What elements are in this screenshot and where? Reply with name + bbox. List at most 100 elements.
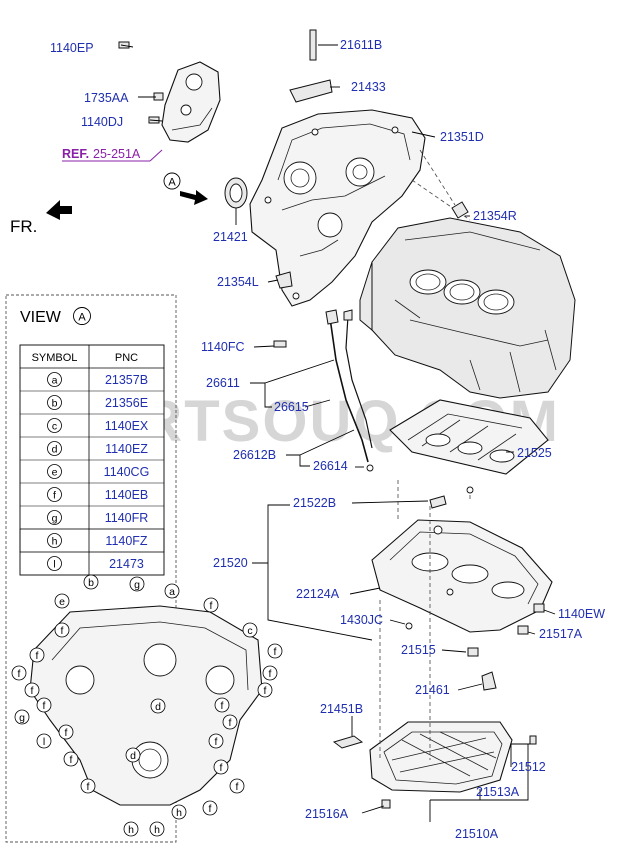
- svg-text:f: f: [209, 803, 212, 815]
- symbol-circle: [47, 464, 62, 479]
- timing-cover-illustration: [249, 109, 471, 307]
- label-21525[interactable]: 21525: [517, 446, 552, 460]
- view-title-marker: [73, 307, 91, 325]
- leader-lines: [120, 44, 556, 822]
- front-label: FR.: [10, 217, 37, 236]
- upper-oil-pan-illustration: [371, 495, 553, 691]
- label-26615[interactable]: 26615: [274, 400, 309, 414]
- symbol-letter: l: [53, 559, 55, 571]
- label-21354L[interactable]: 21354L: [217, 275, 259, 289]
- table-pnc[interactable]: 1140EX: [105, 419, 149, 433]
- symbol-letter: e: [52, 467, 58, 479]
- view-a-panel: VIEW A SYMBOL PNC a 21357B b 21356E c 11…: [5, 294, 177, 843]
- view-title: VIEW: [20, 309, 62, 326]
- label-21515[interactable]: 21515: [401, 643, 436, 657]
- table-pnc[interactable]: 1140FR: [105, 511, 149, 525]
- stud-shape: [309, 29, 317, 61]
- table-header-pnc: PNC: [115, 352, 138, 364]
- symbol-circle: [47, 533, 62, 548]
- symbol-circle: [47, 372, 62, 387]
- label-1735AA[interactable]: 1735AA: [84, 91, 129, 105]
- symbol-circle: [47, 556, 62, 571]
- ref-code-link[interactable]: 25-251A: [93, 147, 141, 161]
- label-1140DJ[interactable]: 1140DJ: [81, 115, 123, 129]
- label-21513A[interactable]: 21513A: [476, 785, 520, 799]
- symbol-letter: f: [53, 490, 56, 502]
- cylinder-block-illustration: [359, 217, 576, 399]
- dipstick-illustration: [273, 309, 374, 472]
- symbol-circle: [47, 487, 62, 502]
- ref-label: REF.: [62, 147, 89, 161]
- svg-text:f: f: [274, 646, 277, 658]
- gasket-21354L-shape: [275, 271, 293, 289]
- svg-text:f: f: [70, 754, 73, 766]
- label-21510A[interactable]: 21510A: [455, 827, 499, 841]
- label-21611B[interactable]: 21611B: [340, 38, 382, 52]
- symbol-circle: [47, 510, 62, 525]
- table-pnc[interactable]: 1140EB: [105, 488, 149, 502]
- svg-text:f: f: [269, 668, 272, 680]
- symbol-circle: [47, 441, 62, 456]
- table-pnc[interactable]: 21473: [109, 557, 144, 571]
- svg-text:f: f: [87, 781, 90, 793]
- svg-text:f: f: [215, 736, 218, 748]
- svg-text:d: d: [130, 750, 136, 762]
- svg-text:f: f: [65, 727, 68, 739]
- svg-text:h: h: [154, 824, 160, 836]
- view-arrow-icon: [180, 190, 208, 205]
- label-21520[interactable]: 21520: [213, 556, 248, 570]
- label-21451B[interactable]: 21451B: [320, 702, 363, 716]
- label-1140EW[interactable]: 1140EW: [558, 607, 605, 621]
- label-21421[interactable]: 21421: [213, 230, 248, 244]
- svg-text:f: f: [210, 600, 213, 612]
- symbol-letter: d: [52, 444, 58, 456]
- svg-text:e: e: [59, 596, 65, 608]
- label-21517A[interactable]: 21517A: [539, 627, 583, 641]
- svg-text:a: a: [169, 586, 175, 598]
- label-21433[interactable]: 21433: [351, 80, 386, 94]
- svg-text:f: f: [18, 668, 21, 680]
- table-pnc[interactable]: 21357B: [105, 373, 148, 387]
- svg-text:f: f: [43, 700, 46, 712]
- symbol-letter: g: [52, 513, 58, 525]
- ref-leader: [149, 149, 163, 162]
- label-1140EP[interactable]: 1140EP: [50, 41, 94, 55]
- table-pnc[interactable]: 21356E: [105, 396, 148, 410]
- front-arrow-icon: [46, 200, 72, 220]
- label-21516A[interactable]: 21516A: [305, 807, 349, 821]
- table-header-symbol: SYMBOL: [32, 352, 78, 364]
- view-marker-letter: A: [168, 177, 176, 189]
- gasket-21354R-shape: [451, 201, 469, 219]
- svg-text:f: f: [221, 700, 224, 712]
- svg-text:g: g: [134, 579, 140, 591]
- symbol-circle: [47, 418, 62, 433]
- table-pnc[interactable]: 1140EZ: [105, 442, 148, 456]
- svg-text:f: f: [229, 717, 232, 729]
- label-21522B[interactable]: 21522B: [293, 496, 336, 510]
- view-a-cover-drawing: [29, 605, 263, 806]
- label-22124A[interactable]: 22124A: [296, 587, 340, 601]
- label-26612B[interactable]: 26612B: [233, 448, 276, 462]
- label-21354R[interactable]: 21354R: [473, 209, 517, 223]
- svg-text:c: c: [247, 625, 252, 637]
- symbol-table: SYMBOL PNC a 21357B b 21356E c 1140EX d …: [19, 344, 165, 576]
- symbol-letter: a: [52, 375, 58, 387]
- label-1430JC[interactable]: 1430JC: [340, 613, 383, 627]
- label-1140FC[interactable]: 1140FC: [201, 340, 245, 354]
- label-26614[interactable]: 26614: [313, 459, 348, 473]
- mount-bracket-illustration: [118, 41, 221, 143]
- table-pnc[interactable]: 1140CG: [104, 465, 150, 479]
- svg-text:g: g: [19, 712, 25, 724]
- label-21512[interactable]: 21512: [511, 760, 546, 774]
- svg-text:f: f: [31, 685, 34, 697]
- symbol-letter: h: [52, 536, 58, 548]
- label-26611[interactable]: 26611: [206, 376, 240, 390]
- svg-text:h: h: [176, 807, 182, 819]
- label-21351D[interactable]: 21351D: [440, 130, 484, 144]
- table-pnc[interactable]: 1140FZ: [105, 534, 148, 548]
- label-21461[interactable]: 21461: [415, 683, 450, 697]
- svg-text:d: d: [155, 701, 161, 713]
- svg-text:h: h: [128, 824, 134, 836]
- svg-text:f: f: [220, 762, 223, 774]
